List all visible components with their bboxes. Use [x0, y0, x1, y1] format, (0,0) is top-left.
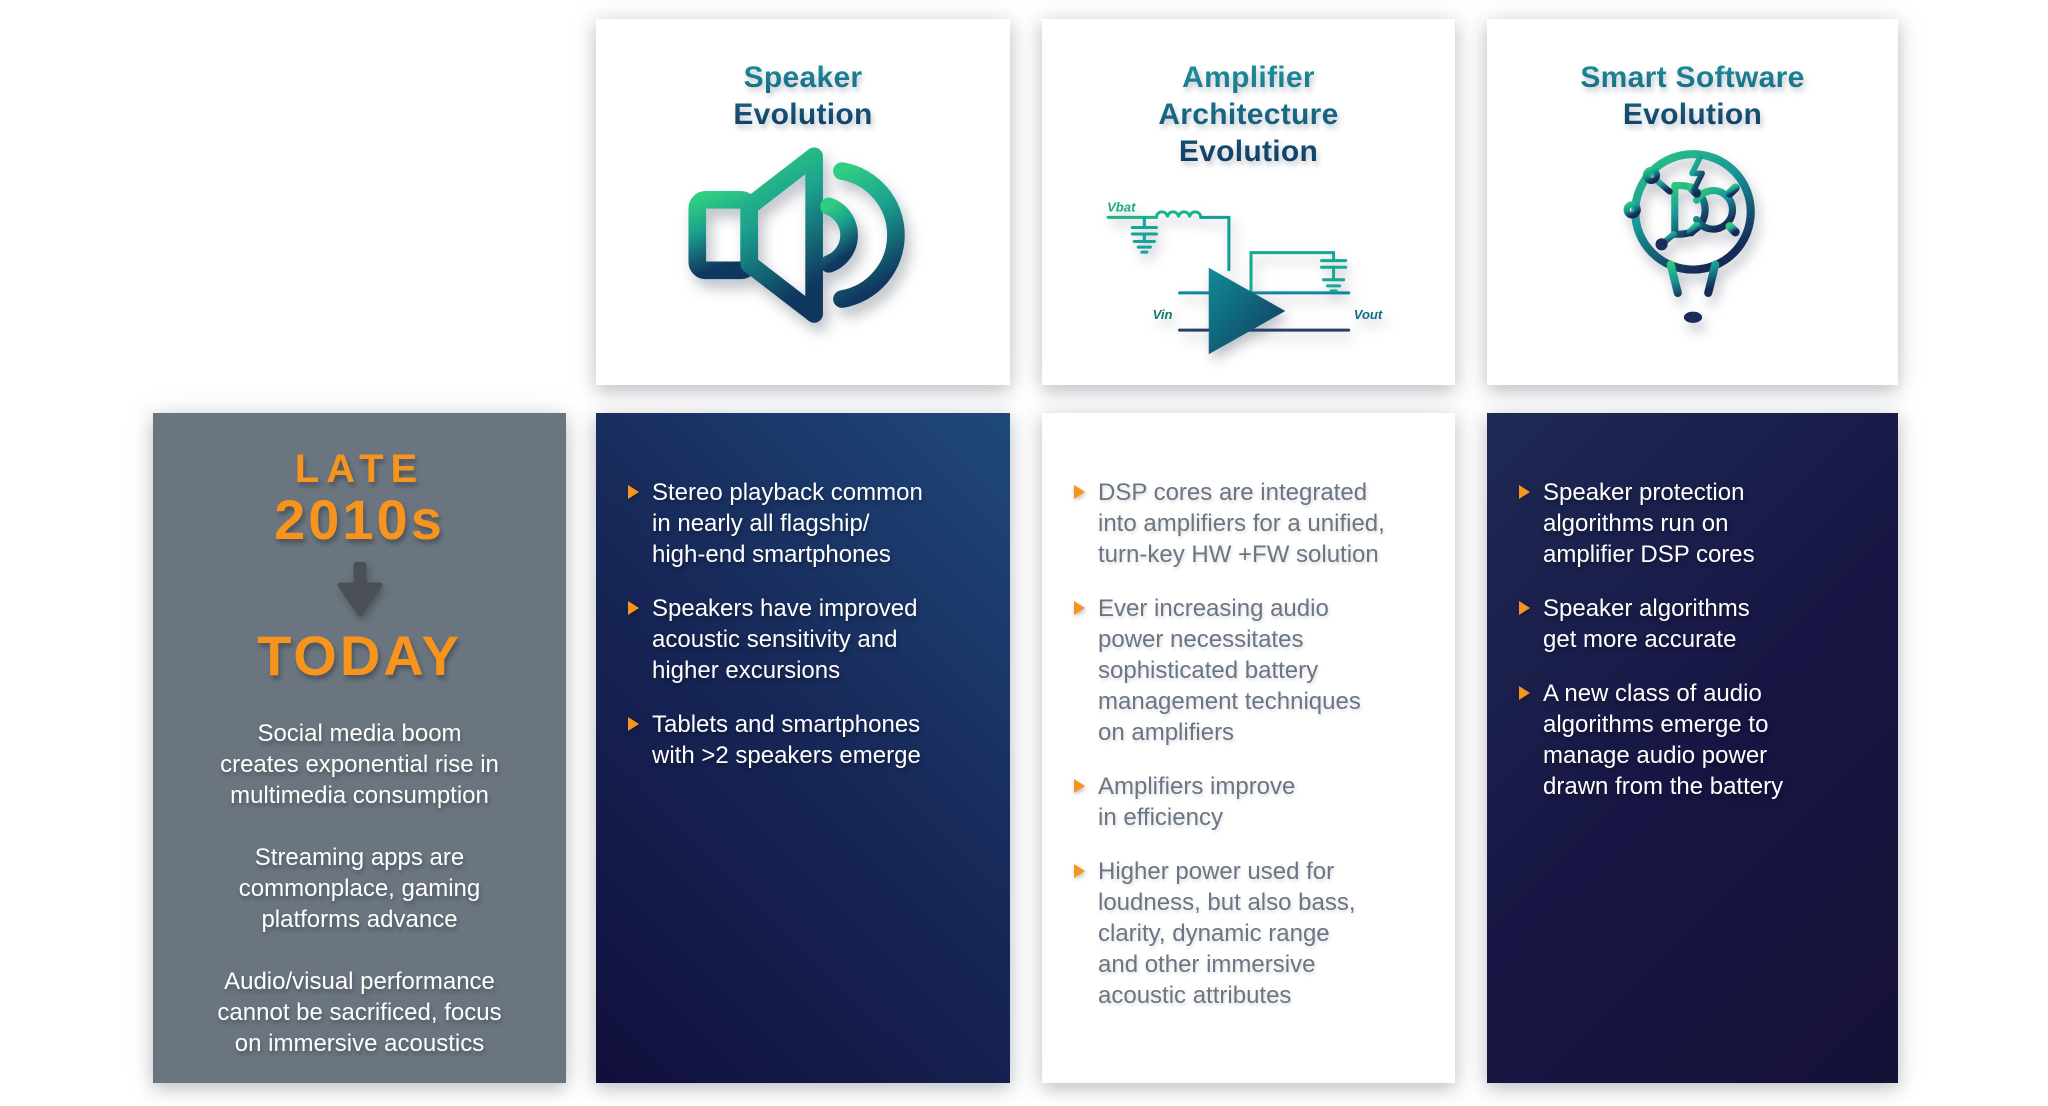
- bullet-text: Speakers have improved acoustic sensitiv…: [652, 595, 918, 684]
- supply-capacitor: [1130, 215, 1158, 254]
- amplifier-circuit-icon: Vbat Vin Vout: [1106, 199, 1383, 355]
- bullet-arrow-icon: [1519, 686, 1530, 700]
- bulb-base-cap: [1683, 311, 1702, 323]
- bullet-text: Speaker algorithms get more accurate: [1543, 595, 1750, 653]
- software-bullet-list: Speaker protection algorithms run on amp…: [1487, 413, 1898, 802]
- timeline-paragraph: Audio/visual performance cannot be sacri…: [217, 968, 502, 1057]
- card-timeline-late-2010s: LATE 2010s TODAY Social media boom creat…: [153, 413, 566, 1083]
- bullet-text: Speaker protection algorithms run on amp…: [1543, 479, 1755, 568]
- amplifier-bullet-list: DSP cores are integrated into amplifiers…: [1042, 413, 1455, 1011]
- bullet-arrow-icon: [628, 485, 639, 499]
- vout-label: Vout: [1354, 307, 1383, 322]
- bullet-item: Tablets and smartphones with >2 speakers…: [628, 709, 984, 771]
- bullet-item: Stereo playback common in nearly all fla…: [628, 477, 984, 570]
- bullet-text: Higher power used for loudness, but also…: [1098, 858, 1356, 1009]
- timeline-paragraph: Streaming apps are commonplace, gaming p…: [238, 844, 481, 933]
- era-2010s-label: 2010s: [274, 488, 445, 551]
- speaker-icon: [688, 147, 905, 323]
- bullet-arrow-icon: [628, 601, 639, 615]
- bullet-arrow-icon: [1519, 485, 1530, 499]
- card-speaker-evolution-details: Stereo playback common in nearly all fla…: [596, 413, 1010, 1083]
- bullet-arrow-icon: [1519, 601, 1530, 615]
- speaker-wave-outer: [833, 162, 905, 308]
- bullet-text: Ever increasing audio power necessitates…: [1098, 595, 1361, 746]
- circuit-node-dot: [1655, 238, 1668, 251]
- bullet-text: A new class of audio algorithms emerge t…: [1543, 680, 1784, 800]
- era-late-label: LATE: [294, 447, 425, 491]
- bulb-neck: [1666, 260, 1719, 297]
- bullet-item: Speakers have improved acoustic sensitiv…: [628, 593, 984, 686]
- speaker-horn: [740, 147, 823, 323]
- bullet-item: Ever increasing audio power necessitates…: [1074, 593, 1429, 748]
- bullet-arrow-icon: [1074, 864, 1085, 878]
- card-speaker-evolution: Speaker Evolution: [596, 19, 1010, 385]
- bullet-arrow-icon: [1074, 779, 1085, 793]
- timeline-paragraph: Social media boom creates exponential ri…: [220, 720, 499, 809]
- bullet-text: DSP cores are integrated into amplifiers…: [1098, 479, 1385, 568]
- speaker-evolution-title: Speaker Evolution: [614, 59, 992, 133]
- supply-branch: [1106, 210, 1231, 272]
- feedback-network: [1249, 251, 1348, 295]
- circuit-traces: [1623, 154, 1705, 303]
- card-smart-software-details: Speaker protection algorithms run on amp…: [1487, 413, 1898, 1083]
- bullet-arrow-icon: [628, 717, 639, 731]
- bullet-item: Speaker protection algorithms run on amp…: [1519, 477, 1872, 570]
- lightbulb-gear-icon: [1623, 150, 1755, 323]
- smart-software-title: Smart Software Evolution: [1505, 59, 1880, 133]
- amplifier-architecture-title: Amplifier Architecture Evolution: [1060, 59, 1437, 170]
- bullet-text: Tablets and smartphones with >2 speakers…: [652, 711, 921, 769]
- card-amplifier-details: DSP cores are integrated into amplifiers…: [1042, 413, 1455, 1083]
- bullet-item: DSP cores are integrated into amplifiers…: [1074, 477, 1429, 570]
- bullet-arrow-icon: [1074, 485, 1085, 499]
- speaker-bullet-list: Stereo playback common in nearly all fla…: [596, 413, 1010, 771]
- amplifier-triangle: [1208, 267, 1286, 355]
- speaker-wave-inner: [820, 197, 858, 273]
- era-today-label: TODAY: [257, 624, 462, 687]
- vbat-label: Vbat: [1107, 199, 1136, 214]
- down-arrow-icon: [337, 562, 382, 617]
- bullet-item: A new class of audio algorithms emerge t…: [1519, 678, 1872, 802]
- bullet-text: Amplifiers improve in efficiency: [1098, 773, 1296, 831]
- bullet-arrow-icon: [1074, 601, 1085, 615]
- card-smart-software-evolution: Smart Software Evolution: [1487, 19, 1898, 385]
- card-amplifier-architecture: Amplifier Architecture Evolution: [1042, 19, 1455, 385]
- bullet-item: Speaker algorithms get more accurate: [1519, 593, 1872, 655]
- bullet-item: Higher power used for loudness, but also…: [1074, 856, 1429, 1011]
- bullet-text: Stereo playback common in nearly all fla…: [652, 479, 923, 568]
- bullet-item: Amplifiers improve in efficiency: [1074, 771, 1429, 833]
- timeline-paragraphs: Social media boom creates exponential ri…: [153, 718, 566, 1059]
- vin-label: Vin: [1153, 307, 1173, 322]
